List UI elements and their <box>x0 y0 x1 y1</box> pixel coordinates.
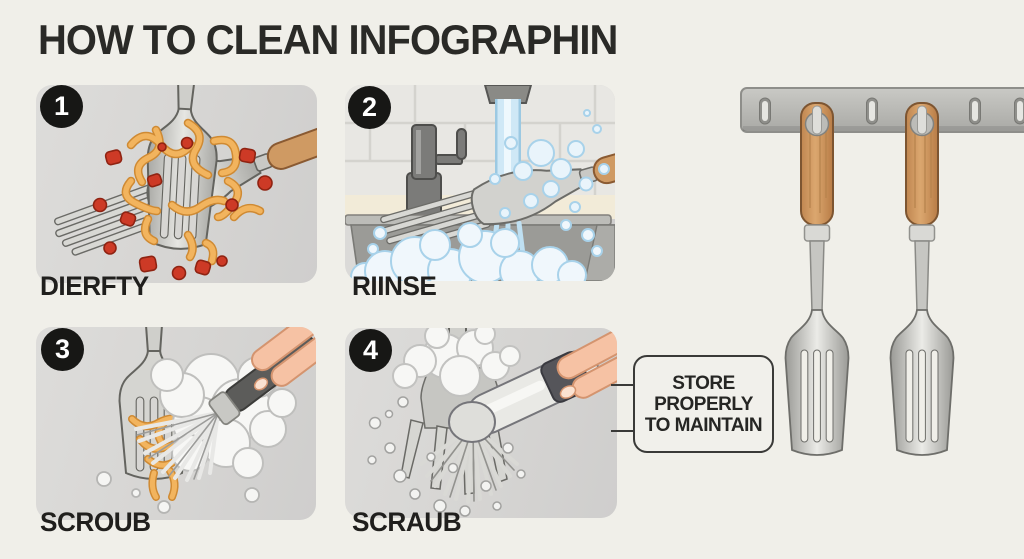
callout-line: STORE <box>672 372 735 394</box>
step2-number-badge: 2 <box>348 86 391 129</box>
dirty-fork-illustration <box>54 85 317 281</box>
foam-pile <box>350 219 603 281</box>
step3-number-badge: 3 <box>41 328 84 371</box>
step1-number-badge: 1 <box>40 85 83 128</box>
step3-label: SCROUB <box>40 507 151 537</box>
rinse-fork-illustration <box>345 85 615 281</box>
store-callout: STORE PROPERLY TO MAINTAIN <box>633 355 774 453</box>
bubbles <box>489 109 610 219</box>
fingers <box>251 327 316 387</box>
foam-cloud <box>392 328 521 397</box>
step3-panel <box>36 327 316 520</box>
step4-number-badge: 4 <box>349 329 392 372</box>
callout-connector-top <box>611 384 634 386</box>
spout-icon <box>483 85 533 104</box>
callout-line: PROPERLY <box>654 393 753 415</box>
suds-drops <box>367 396 526 517</box>
callout-line: TO MAINTAIN <box>644 414 763 436</box>
scrub-fork-brush-illustration <box>367 328 617 517</box>
step2-panel <box>345 85 615 281</box>
step1-panel <box>36 85 317 283</box>
wall-rack-bar <box>740 87 1024 133</box>
scrub-fork-illustration <box>96 327 316 514</box>
hanging-fork-right <box>889 102 955 456</box>
step4-label: SCRAUB <box>352 507 462 537</box>
step2-label: RIINSE <box>352 271 437 301</box>
step1-label: DIERFTY <box>40 271 149 301</box>
page-title: HOW TO CLEAN INFOGRAPHIN <box>38 16 618 63</box>
callout-connector-bottom <box>611 430 634 432</box>
hanging-fork-left <box>784 102 850 456</box>
suds-drops <box>96 471 260 514</box>
fork-storage-rack-illustration <box>740 87 1024 456</box>
step4-panel <box>345 328 617 518</box>
